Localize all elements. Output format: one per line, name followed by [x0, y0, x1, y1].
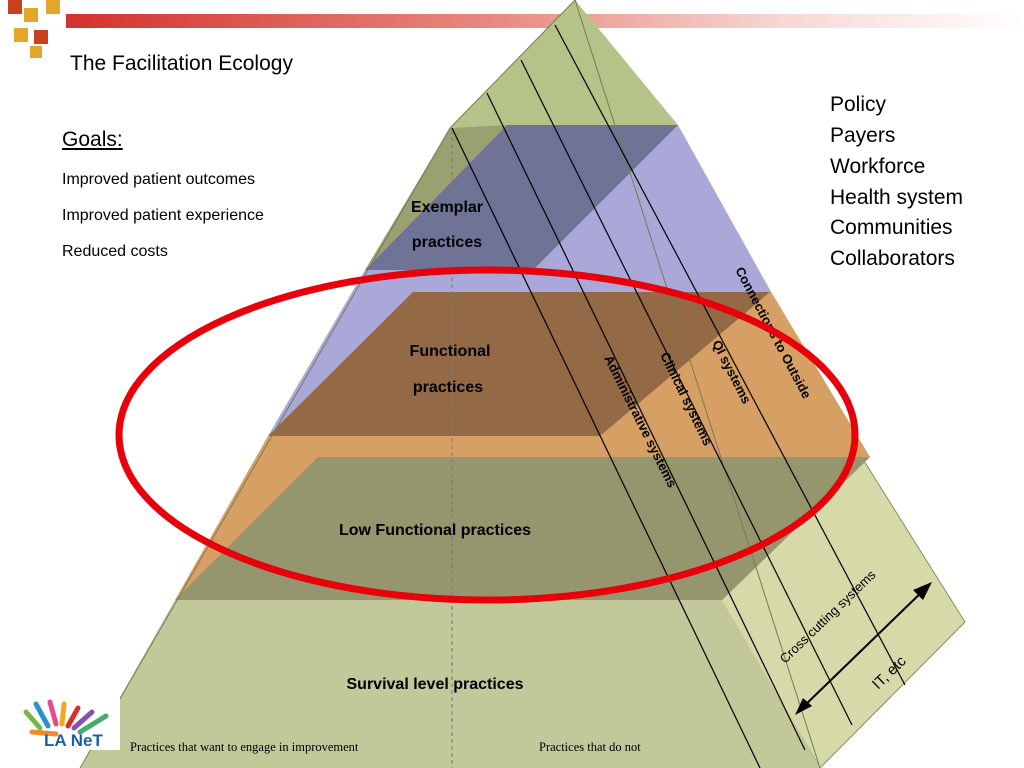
goal-item-2: Improved patient experience: [62, 207, 264, 224]
lanet-logo: LA NeT: [22, 698, 120, 750]
stakeholder-policy: Policy: [830, 93, 887, 116]
header-square-5: [34, 30, 48, 44]
pyramid-left-edge: [79, 127, 451, 768]
system-line-clinical: [486, 92, 806, 751]
stakeholder-workforce: Workforce: [830, 155, 926, 178]
pyramid-apex-edge: [449, 0, 576, 129]
exemplar-label-line1: Exemplar: [411, 199, 483, 216]
arrow-head-upper: [913, 582, 932, 600]
low-functional-label: Low Functional practices: [339, 522, 531, 539]
system-line-administrative: [451, 127, 761, 768]
functional-band: [268, 292, 770, 436]
stakeholder-collaborators: Collaborators: [830, 247, 955, 270]
logo-wordmark: LA NeT: [44, 731, 103, 750]
cross-cutting-arrow: [799, 585, 929, 711]
header-square-4: [14, 28, 28, 42]
lanet-logo-graphic: LA NeT: [23, 699, 109, 750]
survival-level-band: [80, 600, 820, 768]
pyramid-front-edge: [574, 0, 821, 768]
system-line-qi: [520, 59, 853, 726]
stakeholder-health-system: Health system: [830, 186, 964, 209]
header-square-6: [30, 46, 42, 58]
highlight-ellipse: [115, 266, 859, 604]
survival-label: Survival level practices: [347, 676, 524, 693]
stakeholder-payers: Payers: [830, 124, 896, 147]
exemplar-band: [365, 125, 678, 270]
header-square-2: [24, 8, 38, 22]
functional-label-line2: practices: [413, 379, 483, 396]
goal-item-1: Improved patient outcomes: [62, 171, 255, 188]
goals-heading: Goals:: [62, 128, 123, 151]
system-line-connections: [554, 24, 906, 686]
pyramid-top-cap: [450, 0, 678, 128]
functional-label-line1: Functional: [410, 343, 491, 360]
footer-right-label: Practices that do not: [539, 740, 641, 754]
arrow-head-lower: [795, 698, 812, 715]
stakeholder-communities: Communities: [830, 216, 953, 239]
header-square-1: [8, 0, 22, 14]
slide-title: The Facilitation Ecology: [70, 52, 293, 75]
footer-left-label: Practices that want to engage in improve…: [130, 740, 359, 754]
header-square-3: [46, 0, 60, 14]
header-gradient-bar: [66, 14, 1024, 28]
low-functional-band: [175, 457, 870, 600]
exemplar-label-line2: practices: [412, 234, 482, 251]
goal-item-3: Reduced costs: [62, 243, 168, 260]
